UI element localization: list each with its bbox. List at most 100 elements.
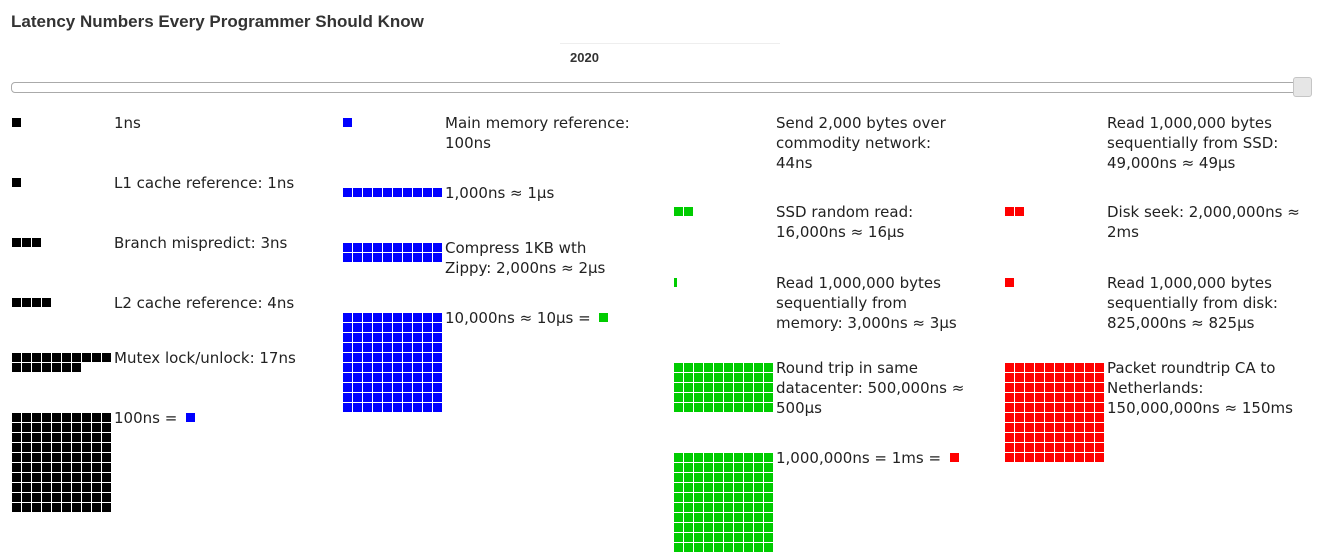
latency-cell: [724, 513, 733, 522]
latency-cell: [433, 253, 442, 262]
latency-label: SSD random read: 16,000ns ≈ 16μs: [776, 202, 966, 242]
latency-cell: [1025, 443, 1034, 452]
latency-cell: [42, 503, 51, 512]
latency-cell: [12, 238, 21, 247]
latency-cell: [684, 513, 693, 522]
year-slider-track[interactable]: [11, 82, 1311, 93]
latency-cell: [32, 413, 41, 422]
latency-cell: [413, 393, 422, 402]
latency-cell: [72, 503, 81, 512]
latency-cell: [363, 363, 372, 372]
latency-cell: [343, 393, 352, 402]
latency-cell: [1015, 453, 1024, 462]
latency-cell: [714, 503, 723, 512]
latency-cell: [403, 313, 412, 322]
latency-cell: [764, 503, 773, 512]
latency-label: 1,000,000ns = 1ms =: [776, 448, 981, 468]
latency-cell: [694, 513, 703, 522]
latency-cell: [714, 513, 723, 522]
latency-cell: [373, 383, 382, 392]
latency-cell: [1085, 443, 1094, 452]
latency-cell: [343, 313, 352, 322]
latency-cell: [353, 333, 362, 342]
latency-cell: [373, 403, 382, 412]
year-slider-thumb[interactable]: [1293, 77, 1312, 97]
latency-cell: [92, 493, 101, 502]
latency-cell: [102, 493, 111, 502]
latency-cell: [42, 453, 51, 462]
latency-cell: [744, 403, 753, 412]
latency-cell: [714, 473, 723, 482]
latency-cell: [42, 413, 51, 422]
latency-cell: [52, 453, 61, 462]
latency-cell: [62, 473, 71, 482]
latency-cell: [1075, 423, 1084, 432]
latency-cell: [383, 313, 392, 322]
latency-cell: [22, 483, 31, 492]
latency-cell: [1095, 433, 1104, 442]
latency-cell: [403, 363, 412, 372]
latency-cell: [72, 363, 81, 372]
latency-cell: [684, 543, 693, 552]
latency-cell: [1045, 373, 1054, 382]
latency-cell: [674, 403, 683, 412]
latency-cell: [92, 413, 101, 422]
latency-cell: [102, 443, 111, 452]
latency-cell: [684, 453, 693, 462]
latency-cell: [704, 483, 713, 492]
latency-cell: [22, 443, 31, 452]
latency-cell: [433, 188, 442, 197]
latency-cell: [12, 353, 21, 362]
latency-cell: [393, 323, 402, 332]
latency-cell: [744, 473, 753, 482]
latency-cell: [1055, 363, 1064, 372]
latency-cell: [42, 493, 51, 502]
latency-cell: [1045, 443, 1054, 452]
latency-cell: [403, 353, 412, 362]
latency-cell: [734, 363, 743, 372]
latency-cell: [22, 433, 31, 442]
latency-cell: [32, 493, 41, 502]
latency-cell: [744, 463, 753, 472]
latency-cell: [1045, 403, 1054, 412]
latency-cell: [754, 463, 763, 472]
latency-cell: [22, 413, 31, 422]
latency-cell: [764, 513, 773, 522]
latency-cell: [82, 413, 91, 422]
latency-cell: [684, 533, 693, 542]
latency-cell: [1055, 383, 1064, 392]
latency-cell: [32, 443, 41, 452]
latency-cell: [1025, 393, 1034, 402]
latency-cell: [734, 503, 743, 512]
latency-cell: [704, 383, 713, 392]
latency-label-text: Disk seek: 2,000,000ns ≈ 2ms: [1107, 203, 1300, 241]
latency-cell: [1085, 433, 1094, 442]
latency-cell: [413, 363, 422, 372]
latency-cell: [674, 543, 683, 552]
latency-cell: [433, 333, 442, 342]
latency-cell: [1005, 403, 1014, 412]
latency-cell: [353, 188, 362, 197]
latency-cell: [724, 473, 733, 482]
latency-cell: [1075, 433, 1084, 442]
latency-cell: [423, 373, 432, 382]
latency-cell: [744, 393, 753, 402]
latency-cell: [1015, 207, 1024, 216]
latency-cell: [343, 383, 352, 392]
latency-cell: [363, 403, 372, 412]
latency-cell: [1005, 363, 1014, 372]
latency-cell: [12, 483, 21, 492]
latency-cell: [413, 403, 422, 412]
latency-cell: [764, 393, 773, 402]
latency-cell: [62, 453, 71, 462]
latency-cell: [353, 353, 362, 362]
latency-cell: [1055, 413, 1064, 422]
latency-label: Mutex lock/unlock: 17ns: [114, 348, 314, 368]
latency-cell: [82, 493, 91, 502]
latency-label: Main memory reference: 100ns: [445, 113, 650, 153]
latency-cell: [423, 243, 432, 252]
latency-label-text: Packet roundtrip CA to Netherlands: 150,…: [1107, 359, 1293, 417]
latency-cell: [704, 363, 713, 372]
latency-label-text: Mutex lock/unlock: 17ns: [114, 349, 296, 367]
latency-label: L1 cache reference: 1ns: [114, 173, 314, 193]
